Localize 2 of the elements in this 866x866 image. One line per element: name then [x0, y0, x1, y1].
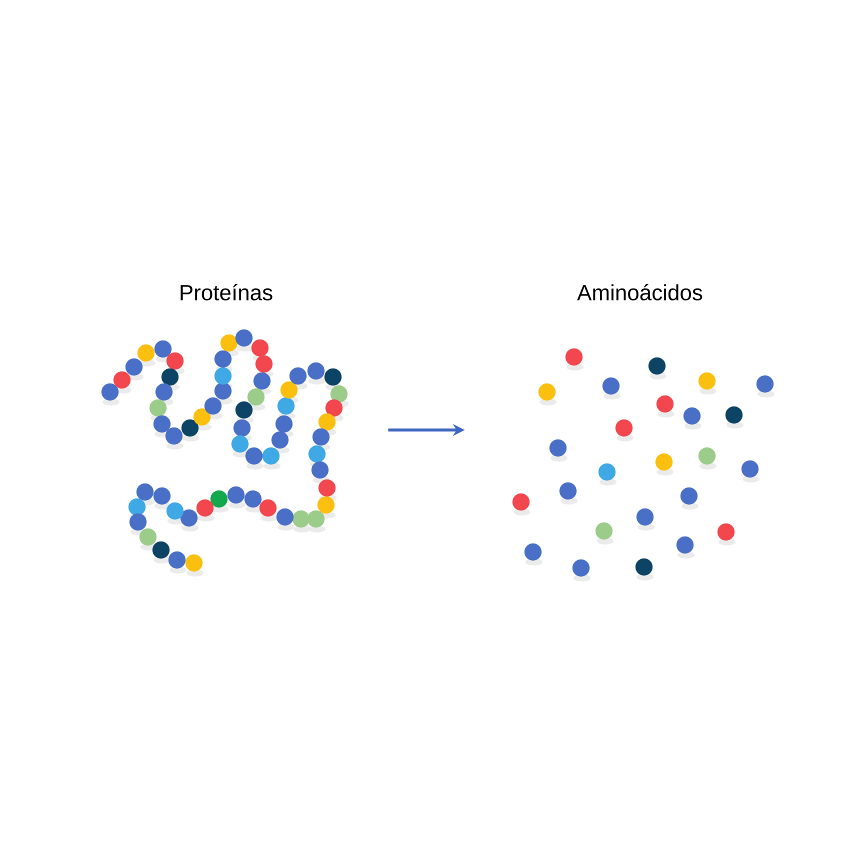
heading: Proteínas — [180, 284, 272, 300]
heading: Aminoácidos — [577, 284, 702, 300]
